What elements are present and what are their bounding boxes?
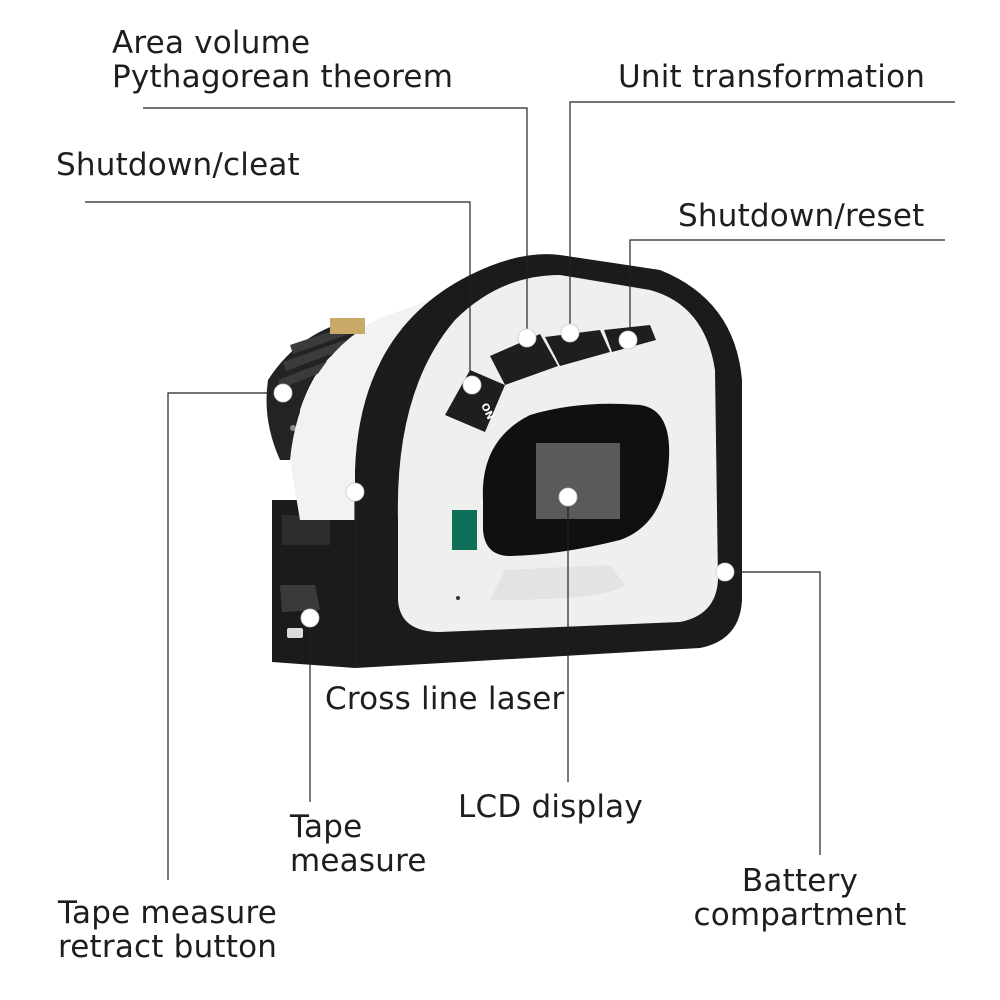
- lcd-display-dot: [558, 487, 578, 507]
- battery-compartment-line-1: Battery: [741, 863, 859, 899]
- indicator-hole: [456, 596, 460, 600]
- shutdown-reset-label: Shutdown/reset: [678, 198, 925, 234]
- tape-measure-line-1: Tape: [290, 809, 363, 845]
- tape-measure-dot: [300, 608, 320, 628]
- retract-button-line-1: Tape measure: [58, 895, 278, 931]
- battery-compartment-dot: [715, 562, 735, 582]
- retract-button-line-2: retract button: [58, 929, 278, 965]
- shutdown-cleat-label: Shutdown/cleat: [56, 147, 300, 183]
- cross-line-laser-label: Cross line laser: [325, 681, 565, 717]
- shutdown-cleat-leader: [85, 201, 471, 385]
- cross-line-laser-dot: [345, 482, 365, 502]
- callout-lines: [85, 101, 955, 880]
- battery-compartment-leader: [725, 571, 821, 855]
- lcd-panel: [536, 443, 620, 519]
- lcd-display-label: LCD display: [458, 789, 643, 825]
- area-volume-line-1: Area volume: [112, 25, 311, 61]
- shutdown-cleat-dot: [462, 375, 482, 395]
- area-volume-leader: [143, 107, 528, 338]
- tape-blade: [330, 318, 365, 334]
- shutdown-reset-leader: [629, 239, 945, 340]
- laser-sensor-green: [452, 510, 477, 550]
- retract-button-dot: [273, 383, 293, 403]
- tape-measure-line-2: measure: [290, 843, 427, 879]
- battery-compartment-line-2: compartment: [693, 897, 907, 933]
- shutdown-reset-dot: [618, 330, 638, 350]
- tape-housing: [272, 500, 355, 668]
- button-row: [445, 325, 656, 432]
- area-volume-line-2: Pythagorean theorem: [112, 59, 454, 95]
- battery-compartment-label: Battery compartment: [690, 864, 910, 932]
- area-volume-dot: [517, 328, 537, 348]
- tape-measure-label: Tape measure: [290, 810, 427, 878]
- face-plate-detail: [490, 565, 625, 600]
- unit-transformation-label: Unit transformation: [618, 59, 926, 95]
- unit-transformation-dot: [560, 323, 580, 343]
- callout-dots: [273, 323, 735, 628]
- area-volume-label: Area volume Pythagorean theorem: [112, 26, 453, 94]
- retract-button-label: Tape measure retract button: [58, 896, 277, 964]
- unit-transformation-leader: [569, 101, 955, 330]
- retract-button-leader: [167, 392, 283, 880]
